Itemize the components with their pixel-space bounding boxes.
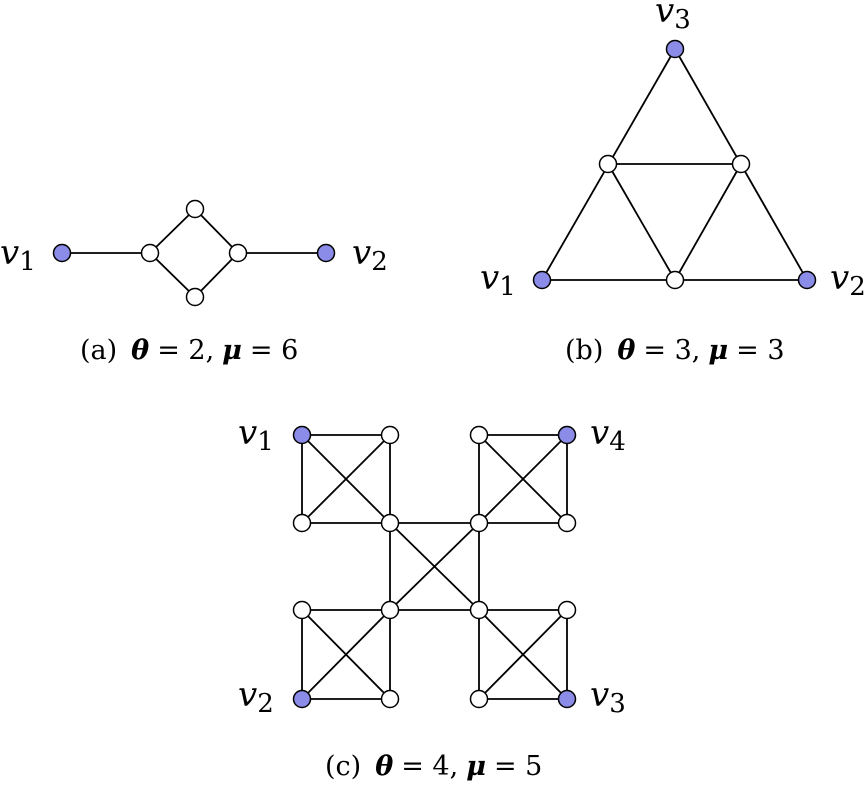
theta-symbol: θ [617, 335, 635, 366]
label-subscript: 3 [609, 689, 626, 719]
edge [194, 252, 239, 298]
label-subscript: 1 [257, 427, 274, 457]
label-v2: v2 [830, 258, 866, 302]
node [469, 513, 489, 533]
caption-tag: (c) [325, 751, 361, 782]
edge [301, 434, 391, 524]
edge [301, 609, 391, 700]
label-base: v [590, 675, 609, 715]
node-v2 [292, 689, 312, 709]
mu-symbol: μ [466, 751, 486, 782]
label-base: v [0, 233, 19, 273]
label-base: v [480, 258, 499, 298]
node [292, 513, 312, 533]
theta-symbol: θ [375, 751, 393, 782]
label-v1: v1 [480, 258, 516, 302]
caption-tag: (a) [80, 335, 117, 366]
node-v3 [665, 39, 685, 59]
label-base: v [830, 258, 849, 298]
label-v2: v2 [238, 675, 274, 719]
caption-c: (c) θ = 4, μ = 5 [325, 751, 542, 782]
edge [478, 434, 568, 524]
mu-symbol: μ [222, 335, 242, 366]
graph-b-nodes [532, 39, 817, 290]
label-v3: v3 [655, 0, 691, 35]
caption-a: (a) θ = 2, μ = 6 [80, 335, 298, 366]
graph-b: v3 v1 v2 (b)θ= 3,μ= 3 [480, 0, 866, 366]
node-v2 [797, 270, 817, 290]
edge [149, 208, 196, 254]
node [557, 513, 577, 533]
edge [478, 609, 568, 700]
node [380, 425, 400, 445]
node [598, 154, 618, 174]
edge [389, 522, 480, 611]
node [185, 287, 205, 307]
label-v4: v4 [590, 413, 626, 457]
theta-symbol: θ [131, 335, 149, 366]
graph-c-edges [301, 434, 568, 700]
node-v1 [52, 243, 72, 263]
node-v1 [292, 425, 312, 445]
theta-value: = 4, [401, 751, 458, 782]
label-base: v [590, 413, 609, 453]
graph-a: v1 v2 (a)θ= 2,μ= 6 [0, 199, 388, 366]
label-subscript: 4 [609, 427, 626, 457]
node [731, 154, 751, 174]
node [380, 513, 400, 533]
theta-value: = 2, [157, 335, 214, 366]
mu-value: = 6 [250, 335, 298, 366]
graph-b-edges [541, 48, 808, 281]
node [140, 243, 160, 263]
node-v4 [557, 425, 577, 445]
node [292, 600, 312, 620]
theta-value: = 3, [643, 335, 700, 366]
label-base: v [655, 0, 674, 31]
node [380, 600, 400, 620]
node-v1 [532, 270, 552, 290]
edge [607, 163, 676, 281]
label-v1: v1 [0, 233, 36, 277]
label-subscript: 3 [674, 5, 691, 35]
edge [674, 163, 742, 281]
label-subscript: 2 [371, 247, 388, 277]
node [557, 600, 577, 620]
node [665, 270, 685, 290]
label-v3: v3 [590, 675, 626, 719]
graph-c-nodes [292, 425, 577, 709]
graph-a-nodes [52, 199, 336, 307]
node-v2 [316, 243, 336, 263]
label-base: v [352, 233, 371, 273]
graph-c: v1 v4 v2 v3 (c)θ= 4,μ= 5 [238, 413, 626, 782]
node [185, 199, 205, 219]
mu-value: = 3 [736, 335, 784, 366]
mu-value: = 5 [494, 751, 542, 782]
label-subscript: 2 [849, 272, 866, 302]
caption-b: (b) θ = 3, μ = 3 [565, 335, 785, 366]
label-v2: v2 [352, 233, 388, 277]
label-subscript: 1 [499, 272, 516, 302]
label-v1: v1 [238, 413, 274, 457]
edge [194, 208, 239, 254]
graph-a-edges [62, 208, 326, 298]
node [380, 689, 400, 709]
caption-tag: (b) [565, 335, 603, 366]
node [469, 689, 489, 709]
label-subscript: 1 [19, 247, 36, 277]
label-base: v [238, 675, 257, 715]
label-base: v [238, 413, 257, 453]
edge [149, 252, 196, 298]
node [469, 425, 489, 445]
label-subscript: 2 [257, 689, 274, 719]
node [228, 243, 248, 263]
node-v3 [557, 689, 577, 709]
mu-symbol: μ [708, 335, 728, 366]
node [469, 600, 489, 620]
